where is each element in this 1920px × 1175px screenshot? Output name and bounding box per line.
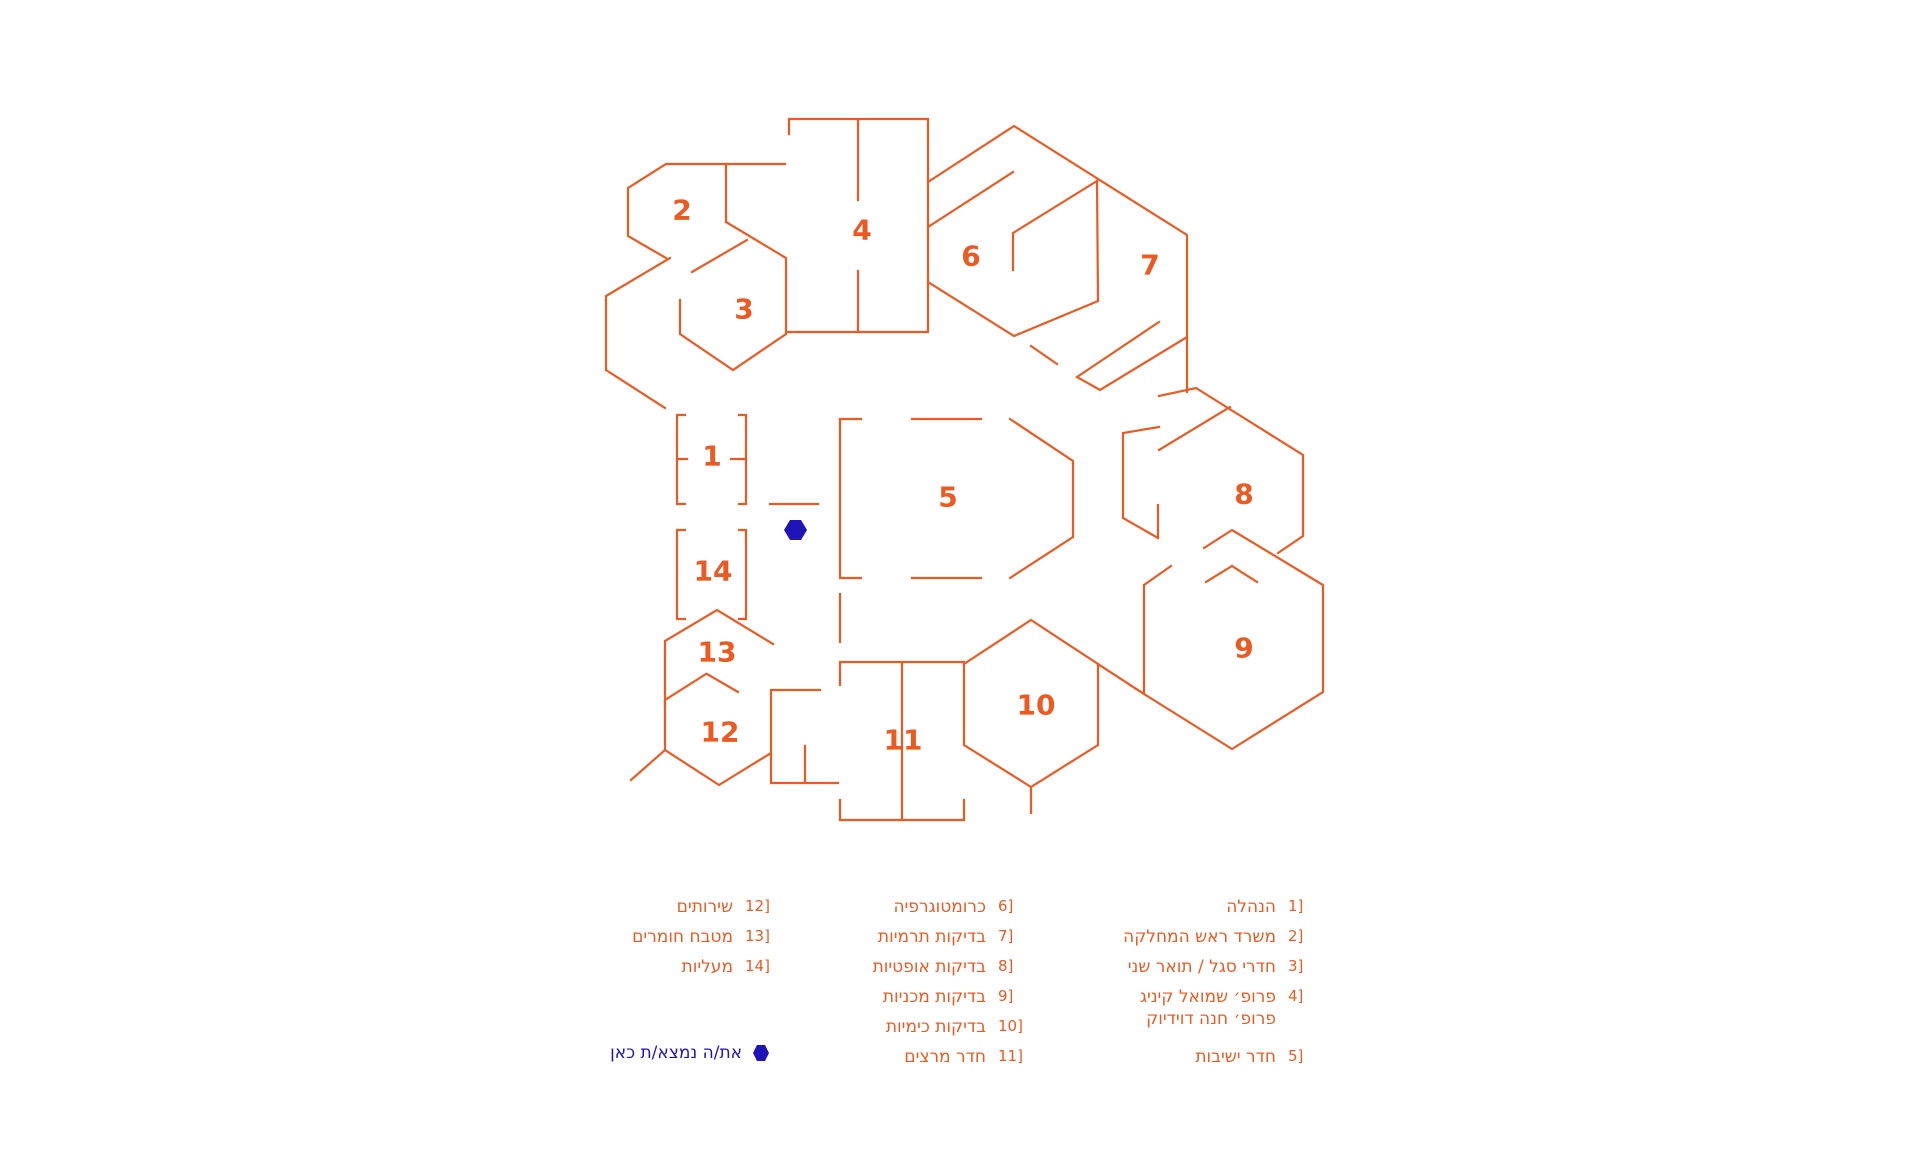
- legend-text: פרופ׳ שמואל קיניג פרופ׳ חנה דוידיוק: [1140, 986, 1288, 1030]
- legend-column-2: 6] כרומטוגרפיה 7] בדיקות תרמיות 8] בדיקו…: [873, 896, 1023, 1076]
- legend-text: בדיקות מכניות: [882, 987, 986, 1007]
- room-label-12: 12: [701, 716, 740, 749]
- legend-number: 11]: [998, 1047, 1023, 1065]
- legend-item: 3] חדרי סגל / תואר שני: [1123, 956, 1310, 986]
- room-label-9: 9: [1234, 632, 1253, 665]
- legend-number: 8]: [998, 957, 1014, 975]
- legend-number: 5]: [1288, 1047, 1304, 1065]
- room-label-8: 8: [1234, 478, 1253, 511]
- legend-number: 3]: [1288, 957, 1304, 975]
- room-label-10: 10: [1017, 689, 1056, 722]
- legend-item: 13] מטבח חומרים: [632, 926, 770, 956]
- legend-text: חדר מרצים: [904, 1047, 986, 1067]
- legend-text: מעליות: [681, 957, 733, 977]
- room-label-13: 13: [698, 636, 737, 669]
- you-are-here-marker-icon: [784, 520, 807, 540]
- legend-number: 2]: [1288, 927, 1304, 945]
- legend-item: 1] הנהלה: [1123, 896, 1310, 926]
- legend-text-line: פרופ׳ חנה דוידיוק: [1146, 1009, 1276, 1029]
- legend-text: בדיקות אופטיות: [872, 957, 986, 977]
- legend-text: חדרי סגל / תואר שני: [1127, 957, 1276, 977]
- room-label-4: 4: [852, 214, 871, 247]
- you-are-here-label: את/ה נמצא/ת כאן: [610, 1043, 742, 1063]
- legend-item: 6] כרומטוגרפיה: [873, 896, 1020, 926]
- legend-number: 12]: [745, 897, 770, 915]
- legend-number: 14]: [745, 957, 770, 975]
- legend-item: 8] בדיקות אופטיות: [873, 956, 1020, 986]
- legend-number: 6]: [998, 897, 1014, 915]
- room-label-14: 14: [694, 555, 733, 588]
- room-label-3: 3: [734, 293, 753, 326]
- room-label-6: 6: [961, 240, 980, 273]
- legend-text: חדר ישיבות: [1195, 1047, 1276, 1067]
- legend-item: 4] פרופ׳ שמואל קיניג פרופ׳ חנה דוידיוק: [1123, 986, 1310, 1046]
- legend-item: 2] משרד ראש המחלקה: [1123, 926, 1310, 956]
- legend-item: 10] בדיקות כימיות: [873, 1016, 1023, 1046]
- room-label-11: 11: [884, 724, 923, 757]
- legend-text: משרד ראש המחלקה: [1123, 927, 1276, 947]
- legend-text: שירותים: [676, 897, 733, 917]
- legend-text: בדיקות כימיות: [885, 1017, 986, 1037]
- legend-number: 9]: [998, 987, 1014, 1005]
- legend-number: 4]: [1288, 987, 1304, 1005]
- legend-text: הנהלה: [1226, 897, 1276, 917]
- room-label-5: 5: [938, 481, 957, 514]
- legend-text: בדיקות תרמיות: [877, 927, 986, 947]
- legend-number: 7]: [998, 927, 1014, 945]
- legend-item: 5] חדר ישיבות: [1123, 1046, 1310, 1076]
- legend-column-1: 1] הנהלה 2] משרד ראש המחלקה 3] חדרי סגל …: [1123, 896, 1310, 1076]
- room-label-1: 1: [702, 440, 721, 473]
- legend-item: 14] מעליות: [632, 956, 770, 986]
- legend-text-line: פרופ׳ שמואל קיניג: [1139, 987, 1276, 1007]
- hexagon-marker-icon: [753, 1045, 769, 1061]
- legend-item: 11] חדר מרצים: [873, 1046, 1023, 1076]
- legend-number: 13]: [745, 927, 770, 945]
- walls: [604, 117, 1325, 822]
- room-labels: 1 2 3 4 5 6 7 8 9 10 11 12 13 14: [672, 194, 1253, 757]
- legend-text: כרומטוגרפיה: [893, 897, 986, 917]
- room-label-7: 7: [1140, 249, 1159, 282]
- legend-item: 9] בדיקות מכניות: [873, 986, 1020, 1016]
- legend-column-3: 12] שירותים 13] מטבח חומרים 14] מעליות: [632, 896, 770, 986]
- legend-text: מטבח חומרים: [632, 927, 733, 947]
- room-label-2: 2: [672, 194, 691, 227]
- legend-number: 10]: [998, 1017, 1023, 1035]
- legend-item: 7] בדיקות תרמיות: [873, 926, 1020, 956]
- legend-number: 1]: [1288, 897, 1304, 915]
- legend-item: 12] שירותים: [632, 896, 770, 926]
- you-are-here-legend: את/ה נמצא/ת כאן: [610, 1043, 770, 1063]
